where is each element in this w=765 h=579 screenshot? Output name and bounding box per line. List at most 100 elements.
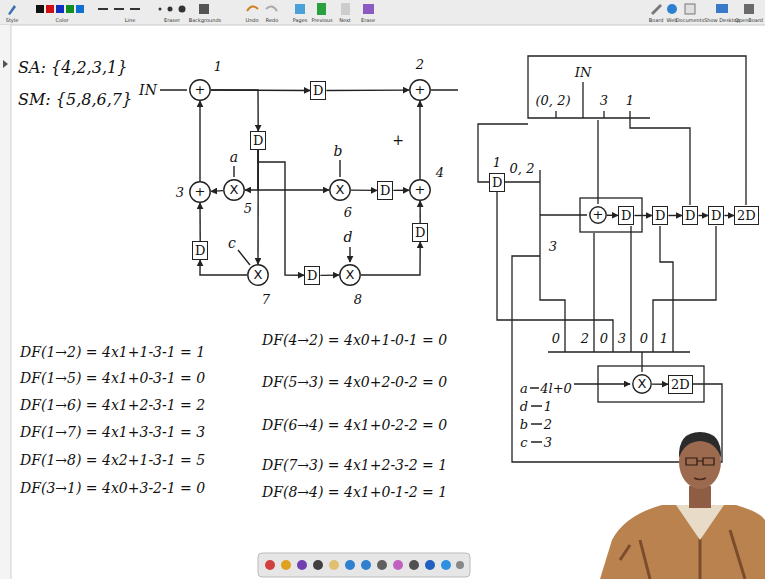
tool-icon: [441, 560, 451, 570]
delay-text: D: [621, 208, 631, 223]
color-swatch: [56, 5, 64, 13]
node-number: 5: [244, 202, 252, 215]
shirt-pattern: [620, 515, 745, 579]
operator-symbol: +: [189, 79, 211, 101]
signal-connector: [200, 260, 247, 275]
switch-time: 1: [544, 400, 552, 413]
operator-symbol: +: [189, 181, 211, 203]
tool-icon: [361, 560, 371, 570]
side-toggle: [3, 60, 8, 68]
switch-time: 0: [600, 332, 608, 345]
multiplier-node: X6: [329, 179, 351, 201]
color-swatch: [46, 5, 54, 13]
side-margin: [0, 25, 11, 579]
node-number: 4: [436, 166, 444, 179]
toolbar-label: Erase: [361, 18, 375, 23]
adder-node: +2: [409, 79, 431, 101]
signal-connector: [419, 101, 420, 179]
node-number: 6: [344, 206, 352, 219]
multiplier-node: X8: [339, 264, 361, 286]
delay-equation: DF(7→3) = 4x1+2-3-2 = 1: [262, 458, 447, 472]
delay-text: 2D: [671, 377, 690, 392]
erase-icon: [363, 4, 374, 14]
toolbar-label: Backgrounds: [189, 18, 221, 23]
node-circle: [190, 182, 210, 202]
eraser-size: [159, 8, 162, 11]
coefficient-label: d: [344, 230, 353, 244]
switch-time: 0: [552, 332, 560, 345]
coefficient-label: a: [230, 150, 238, 164]
presenter-mouth: [694, 478, 706, 480]
delay-equation: DF(5→3) = 4x0+2-0-2 = 0: [262, 375, 447, 389]
presenter-collar: [676, 505, 724, 540]
delay-equation: DF(6→4) = 4x1+0-2-2 = 0: [262, 418, 447, 432]
switch-time: 1: [493, 156, 501, 169]
tool-icon: [329, 560, 339, 570]
delay-equation: DF(1→6) = 4x1+2-3-1 = 2: [20, 398, 205, 412]
delay-text: D: [711, 208, 721, 223]
presenter-neck: [689, 486, 711, 508]
node-circle: [248, 265, 268, 285]
switch-time: 3: [618, 332, 626, 345]
delay-equation: DF(1→5) = 4x1+0-3-1 = 0: [20, 371, 205, 385]
signal-connector: [258, 150, 329, 190]
node-circle: [340, 265, 360, 285]
color-swatch: [66, 5, 74, 13]
switch-time: (0, 2): [536, 94, 571, 107]
switch-time: 1: [626, 94, 634, 107]
node-number: 1: [214, 60, 222, 73]
delay-equation: DF(3→1) = 4x0+3-2-1 = 0: [20, 481, 205, 495]
coefficient-label: b: [520, 418, 528, 431]
signal-arrows: [160, 90, 458, 265]
signal-connector: [419, 201, 421, 223]
switch-time: 3: [544, 436, 552, 449]
toolbar-edge: [0, 25, 765, 26]
signal-connector: [351, 189, 377, 191]
tool-icon: [425, 560, 435, 570]
adder-node: +: [589, 206, 607, 224]
documents-icon: [685, 4, 695, 14]
delay-text: D: [655, 208, 665, 223]
delay-text: D: [313, 83, 323, 98]
signal-connector: [607, 214, 618, 216]
node-circle: [590, 207, 606, 223]
next-icon: [341, 3, 350, 15]
eraser-size: [168, 7, 173, 12]
schedule-set: SA: {4,2,3,1}: [18, 60, 127, 76]
switch-time: 1: [660, 332, 668, 345]
delay-box: 2D: [734, 206, 759, 225]
multiplier-node: X5: [223, 179, 245, 201]
toolbar-label: Style: [6, 18, 19, 23]
node-circle: [224, 180, 244, 200]
coefficient-label: c: [520, 436, 527, 449]
color-swatch: [36, 5, 44, 13]
delay-box: 2D: [668, 375, 693, 394]
tool-icon: [297, 560, 307, 570]
delay-text: D: [307, 268, 317, 283]
redo-icon: [266, 6, 277, 11]
schedule-set: SM: {5,8,6,7}: [18, 92, 132, 108]
toolbar-label: OpenBoard: [735, 18, 763, 23]
node-number: 7: [262, 293, 270, 306]
board-icon: [651, 4, 662, 15]
toolbar-label: Line: [125, 18, 135, 23]
signal-connector: [361, 242, 420, 275]
sign-label: +: [392, 133, 404, 147]
coefficient-label: c: [228, 236, 236, 250]
toolbar-bar: [0, 0, 765, 25]
coefficient-label: d: [520, 400, 528, 413]
delay-box: D: [489, 173, 505, 192]
signal-name: IN: [575, 66, 592, 79]
toolbar-label: Pages: [293, 18, 308, 23]
delay-equation: DF(1→8) = 4x2+1-3-1 = 5: [20, 453, 205, 467]
tool-icon: [409, 560, 419, 570]
tool-icon: [345, 560, 355, 570]
signal-name: IN: [139, 83, 157, 97]
coefficient-label: a: [520, 382, 528, 395]
toolbar-label: Show Desktop: [704, 18, 740, 23]
signal-connector: [652, 383, 668, 385]
operator-symbol: X: [223, 179, 245, 201]
desktop-icon: [716, 4, 728, 13]
multiplier-node: X: [632, 374, 652, 394]
delay-text: 2D: [737, 208, 756, 223]
